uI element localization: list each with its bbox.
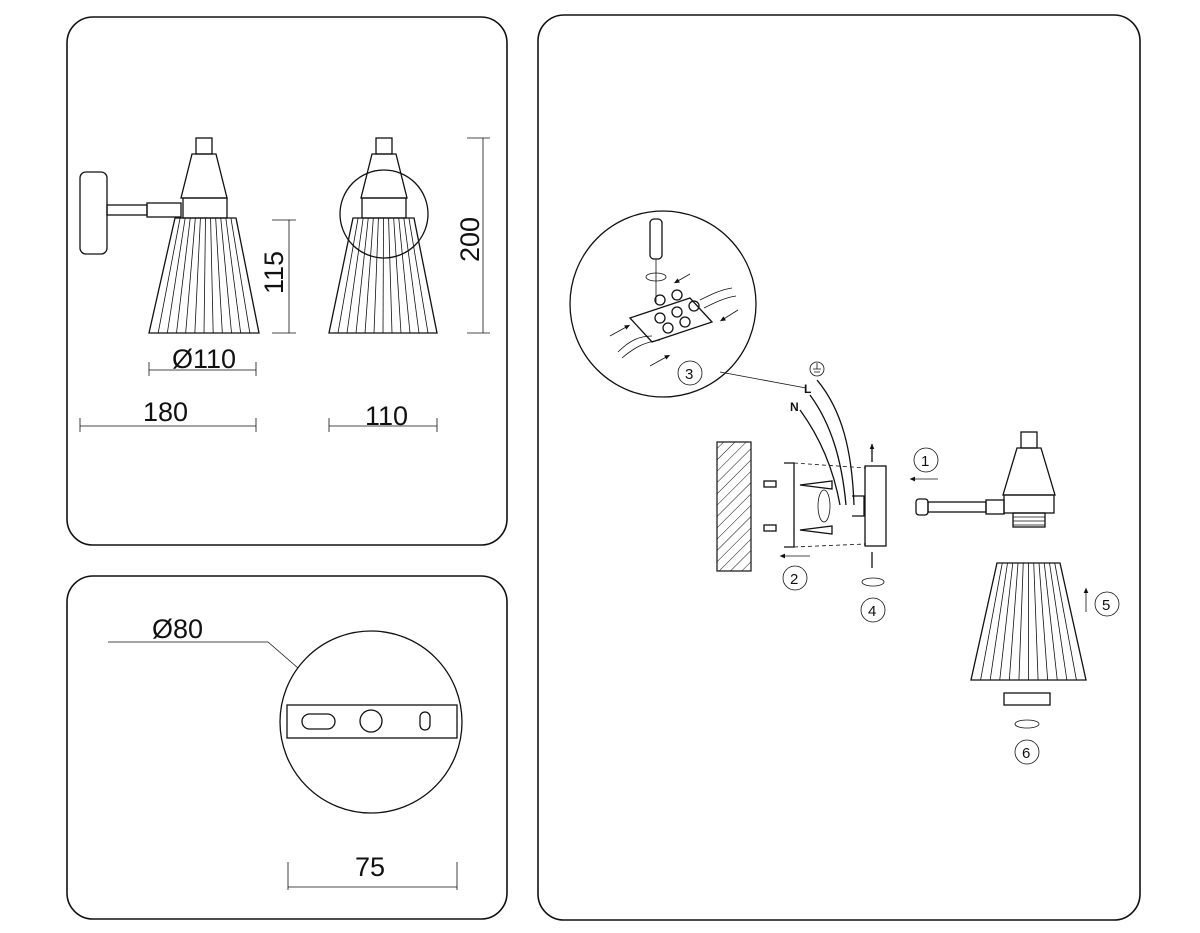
neutral-wire-label: N — [790, 400, 799, 414]
rotate-arrow-icon — [817, 489, 831, 523]
wall-screws — [799, 480, 833, 535]
shade-height-label: 115 — [259, 251, 289, 294]
step-4-label: 4 — [868, 603, 876, 620]
lamp-side-view — [79, 137, 260, 334]
wiring: L N — [790, 361, 855, 506]
lamp-shade-exploded — [970, 562, 1087, 729]
front-width-label: 110 — [365, 401, 408, 431]
live-wire-label: L — [804, 382, 811, 396]
wall — [716, 441, 752, 572]
terminal-block — [628, 297, 714, 343]
hole-spacing-label: 75 — [355, 852, 385, 882]
step-4-badge — [860, 597, 886, 623]
step-1-label: 1 — [921, 453, 929, 470]
ground-symbol-icon — [809, 361, 825, 377]
step-3-label: 3 — [685, 366, 693, 383]
base-diameter-label: Ø80 — [152, 614, 203, 644]
screwdriver-icon — [645, 218, 667, 302]
installation-panel: 3 L N 2 4 — [537, 14, 1141, 921]
total-height-label: 200 — [455, 217, 485, 262]
step-6-badge — [1014, 739, 1040, 765]
total-depth-label: 180 — [143, 397, 188, 427]
shade-diameter-label: Ø110 — [172, 344, 236, 374]
lamp-front-view — [328, 137, 438, 334]
base-plate-panel: Ø80 75 — [66, 575, 508, 920]
side-hole-icon — [419, 711, 431, 731]
step-1-badge — [913, 447, 939, 473]
lamp-body-exploded — [915, 431, 1056, 528]
mounting-bracket — [286, 704, 458, 739]
canopy-plate — [864, 465, 887, 547]
slot-hole-icon — [301, 713, 336, 730]
step-3-badge — [677, 360, 703, 386]
step-5-label: 5 — [1102, 597, 1110, 614]
step-2-badge — [782, 565, 808, 591]
step-2-label: 2 — [790, 571, 798, 588]
dimensions-panel: Ø110 180 110 115 200 — [66, 16, 508, 546]
step-5-badge — [1094, 591, 1120, 617]
center-hole-icon — [359, 709, 383, 733]
shade-ring — [1003, 692, 1051, 706]
terminal-detail-circle — [569, 210, 757, 398]
dimension-lines — [79, 137, 490, 432]
step-6-label: 6 — [1022, 745, 1030, 762]
base-plate-circle — [279, 630, 463, 814]
wall-bracket — [784, 462, 795, 548]
